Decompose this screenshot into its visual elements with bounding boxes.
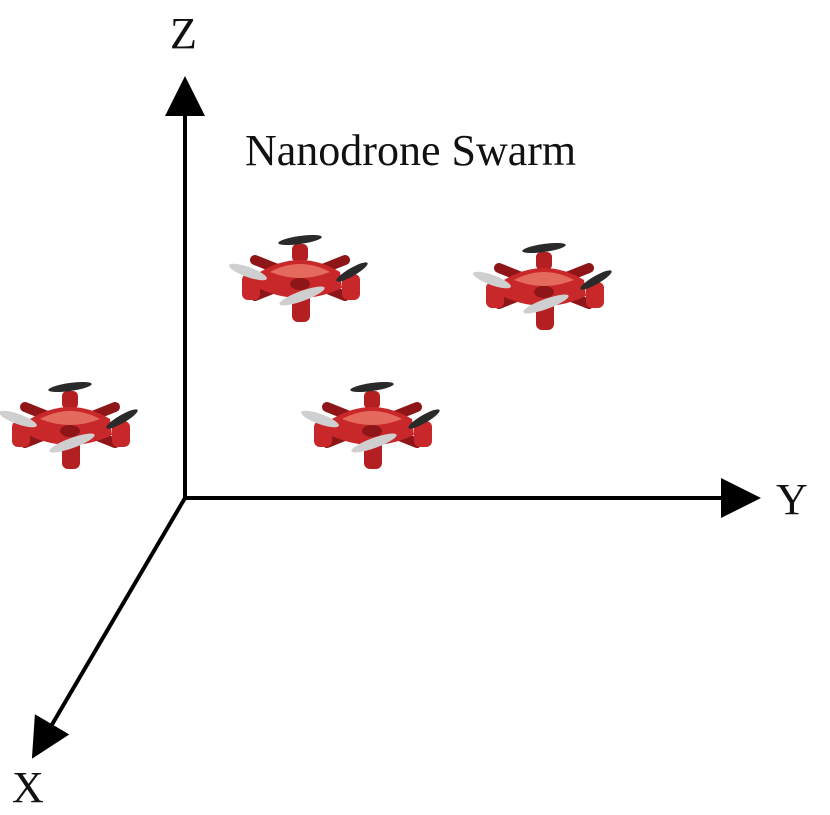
drone-icon	[227, 233, 369, 322]
drone-icon	[299, 380, 441, 469]
diagram-title: Nanodrone Swarm	[245, 126, 576, 175]
z-axis-label: Z	[170, 9, 197, 58]
x-axis	[31, 496, 187, 759]
x-axis-label: X	[12, 763, 44, 812]
drone-icon	[0, 380, 140, 469]
y-axis-label: Y	[776, 475, 808, 524]
drone-icon	[471, 241, 613, 330]
